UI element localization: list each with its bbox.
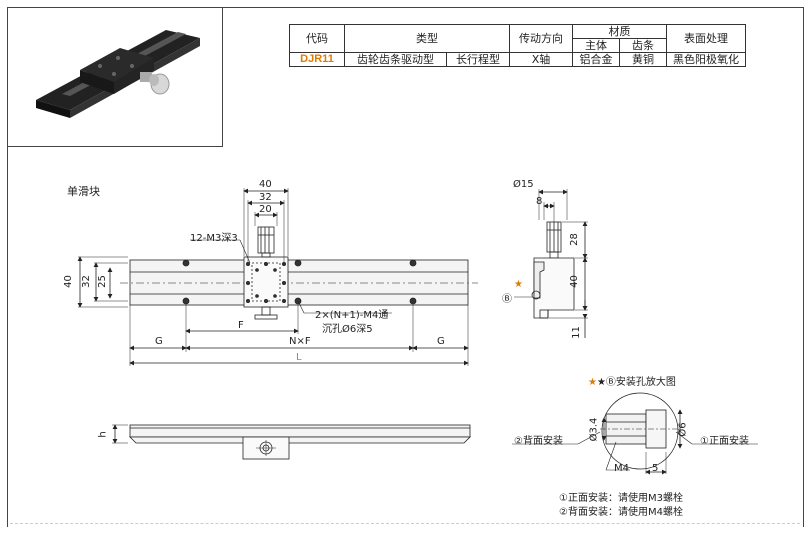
header-material-body: 主体 bbox=[572, 38, 620, 53]
side-dim-15: Ø15 bbox=[513, 179, 534, 190]
side-B-marker: Ⓑ bbox=[502, 294, 512, 305]
back-install-label: ②背面安装 bbox=[514, 436, 563, 447]
left-border bbox=[7, 147, 8, 527]
detail-dim-34: Ø3.4 bbox=[588, 417, 600, 442]
dim-h: h bbox=[97, 431, 109, 438]
right-border bbox=[803, 7, 804, 527]
cell-code: DJR11 bbox=[289, 52, 345, 67]
product-photo bbox=[36, 30, 200, 118]
dim-NxF: N×F bbox=[289, 336, 311, 347]
cell-gear: 黄铜 bbox=[619, 52, 667, 67]
hole-note-1: 2×(N+1)-M4通 bbox=[315, 310, 389, 321]
side-dim-40: 40 bbox=[568, 275, 580, 288]
detail-title-text: ★Ⓑ安装孔放大图 bbox=[596, 377, 676, 388]
top-border bbox=[223, 7, 803, 8]
hole-note-2: 沉孔Ø6深5 bbox=[322, 324, 373, 335]
header-direction: 传动方向 bbox=[509, 24, 573, 53]
dim-40-left: 40 bbox=[62, 275, 74, 288]
detail-dim-5: 5 bbox=[652, 463, 659, 474]
cell-type2: 长行程型 bbox=[446, 52, 510, 67]
side-dim-11: 11 bbox=[570, 326, 582, 339]
cell-finish: 黑色阳极氧化 bbox=[666, 52, 746, 67]
front-install-label: ①正面安装 bbox=[700, 436, 749, 447]
bottom-divider bbox=[10, 523, 800, 524]
header-type: 类型 bbox=[344, 24, 510, 53]
dim-40-top: 40 bbox=[259, 179, 272, 190]
side-dim-28: 28 bbox=[568, 233, 580, 246]
detail-star-icon: ★ bbox=[588, 377, 597, 388]
thread-note: 12-M3深3 bbox=[190, 233, 238, 244]
spec-table: 代码 类型 传动方向 材质 表面处理 主体 齿条 DJR11 齿轮齿条驱动型 长… bbox=[289, 24, 746, 67]
product-photo-frame bbox=[7, 7, 223, 147]
dim-32-left: 32 bbox=[80, 275, 92, 288]
header-material: 材质 bbox=[572, 24, 667, 39]
dim-G-right: G bbox=[437, 336, 445, 347]
side-dim-8: 8 bbox=[536, 196, 543, 207]
cell-body: 铝合金 bbox=[572, 52, 620, 67]
dim-G-left: G bbox=[155, 336, 163, 347]
note-back: ②背面安装：请使用M4螺栓 bbox=[559, 507, 683, 518]
header-material-gear: 齿条 bbox=[619, 38, 667, 53]
star-icon: ★ bbox=[514, 279, 523, 290]
cell-type1: 齿轮齿条驱动型 bbox=[343, 52, 448, 67]
detail-M4: M4 bbox=[614, 463, 629, 474]
header-code: 代码 bbox=[289, 24, 345, 53]
dim-F: F bbox=[238, 320, 244, 331]
detail-title: ★★Ⓑ安装孔放大图 bbox=[588, 373, 676, 388]
dim-32-top: 32 bbox=[259, 192, 272, 203]
note-front: ①正面安装：请使用M3螺栓 bbox=[559, 493, 683, 504]
dim-25-left: 25 bbox=[96, 275, 108, 288]
cell-direction: X轴 bbox=[509, 52, 573, 67]
dim-20-top: 20 bbox=[259, 204, 272, 215]
single-slider-label: 单滑块 bbox=[67, 185, 100, 198]
detail-dim-6: Ø6 bbox=[677, 422, 689, 437]
header-finish: 表面处理 bbox=[666, 24, 746, 53]
dim-L: L bbox=[296, 352, 302, 363]
